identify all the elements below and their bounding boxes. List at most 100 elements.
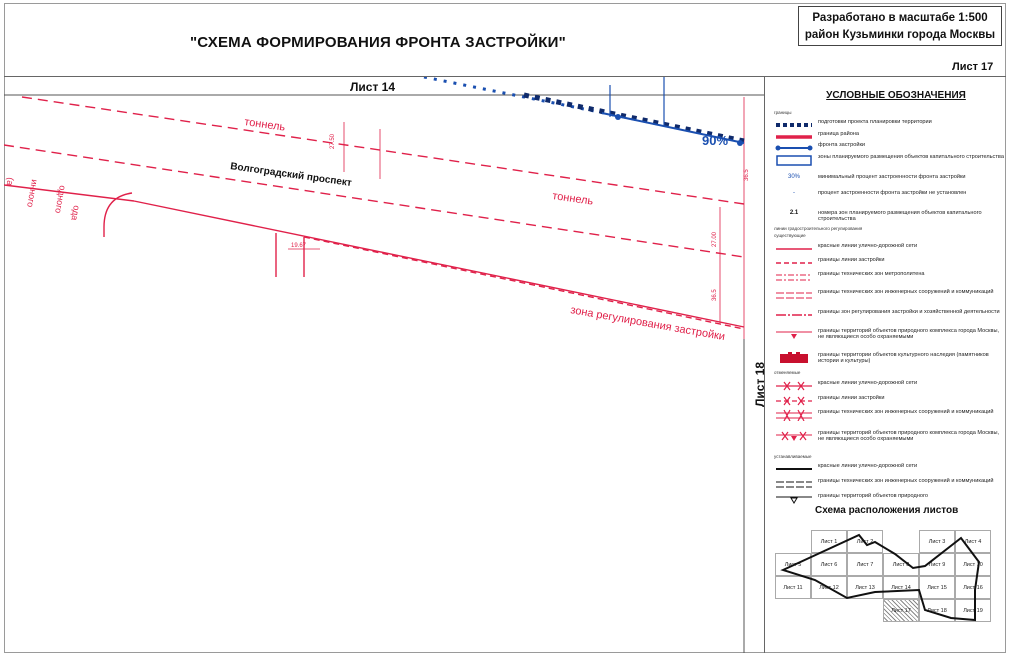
legend-section-borders: границы	[774, 110, 792, 115]
left-text-2: инного	[25, 179, 40, 208]
legend-item-cancel-nature: границы территорий объектов природного к…	[768, 430, 1004, 442]
legend-section-regulation: линии градостроительного регулирования	[774, 226, 863, 231]
legend-item-est-red: красные линии улично-дорожной сети	[768, 463, 1004, 475]
front-line-symbol	[775, 145, 813, 151]
legend-item-heritage: границы территории объектов культурного …	[768, 352, 1004, 364]
legend-item-nature: границы территорий объектов природного к…	[768, 328, 1004, 340]
planning-boundary	[523, 92, 745, 144]
legend-section-established: устанавливаемые	[774, 454, 812, 459]
grid-cell-15: Лист 15	[919, 576, 955, 599]
legend-item-cancel-build: границы линии застройки	[768, 395, 1004, 407]
build-line-symbol	[776, 262, 812, 264]
legend-section-cancelled: отменяемые	[774, 370, 801, 375]
legend-item-build-lines: границы линии застройки	[768, 257, 1004, 269]
established-line-symbol	[776, 468, 812, 470]
map-canvas: Лист 14 тоннель тоннель зона регулирован…	[4, 77, 764, 653]
red-line-group	[4, 96, 745, 339]
grid-cell-14: Лист 14	[883, 576, 919, 599]
legend-item-front: фронта застройки	[768, 142, 1004, 154]
established-nature-symbol	[776, 496, 812, 504]
build-line	[303, 236, 745, 330]
street-name: Волгоградский проспект	[230, 161, 353, 189]
grid-cell-16: Лист 16	[955, 576, 991, 599]
legend-item-engineering: границы технических зон инженерных соору…	[768, 289, 1004, 301]
scale-line-2: район Кузьминки города Москвы	[804, 29, 996, 41]
red-line-2	[133, 200, 745, 328]
boundary-line: 90%	[423, 77, 745, 148]
layout-grid-title: Схема расположения листов	[815, 505, 959, 516]
grid-cell-9: Лист 9	[919, 553, 955, 576]
legend-title: УСЛОВНЫЕ ОБОЗНАЧЕНИЯ	[826, 90, 966, 101]
tunnel-line-bottom	[4, 144, 745, 258]
dim-label-5: 36.5	[744, 169, 750, 181]
percent-label: 90%	[702, 133, 728, 148]
grid-cell-6: Лист 6	[811, 553, 847, 576]
legend-item-metro: границы технических зон метрополитена	[768, 271, 1004, 283]
legend-item-regulation-zones: границы зон регулирования застройки и хо…	[768, 309, 1004, 321]
legend-item-cancel-red: красные линии улично-дорожной сети	[768, 380, 1004, 392]
tunnel-label-1: тоннель	[244, 116, 287, 134]
tunnel-line-top	[21, 96, 745, 205]
scale-box: Разработано в масштабе 1:500 район Кузьм…	[798, 6, 1002, 46]
legend-divider	[764, 76, 1006, 77]
zone-rect-symbol	[776, 155, 812, 166]
dim-label-4: 36.5	[712, 289, 718, 301]
grid-cell-11: Лист 11	[775, 576, 811, 599]
neighbor-right-label: Лист 18	[753, 362, 764, 407]
legend-section-existing: существующие	[774, 233, 806, 238]
legend-item-min-percent: 30% минимальный процент застроенности фр…	[768, 174, 1004, 186]
legend-item-cancel-engineering: границы технических зон инженерных соору…	[768, 409, 1004, 421]
title-divider	[4, 76, 764, 77]
grid-cell-17-current: Лист 17	[883, 599, 919, 622]
planning-boundary-symbol	[776, 123, 812, 127]
blue-dotted-line	[423, 77, 615, 117]
zone-label: зона регулирования застройки	[569, 304, 725, 343]
red-line-1	[4, 184, 135, 202]
established-engineering-symbol	[776, 481, 812, 488]
dim-label-2: 19.67	[291, 243, 307, 249]
engineering-zone-symbol	[776, 292, 812, 299]
cancel-build-line-symbol	[776, 396, 812, 406]
front-point-1	[615, 114, 621, 120]
grid-cell-18: Лист 18	[919, 599, 955, 622]
legend-item-est-engineering: границы технических зон инженерных соору…	[768, 478, 1004, 490]
zone-number-symbol: 2.1	[789, 210, 799, 216]
percent-symbol: 30%	[787, 174, 800, 180]
dim-label-3: 27.00	[712, 231, 718, 247]
front-point-2	[737, 140, 743, 146]
left-text-4: ода	[69, 205, 81, 222]
red-curve	[103, 192, 133, 228]
grid-cell-13: Лист 13	[847, 576, 883, 599]
sheet-number: Лист 17	[952, 61, 994, 73]
grid-cell-8: Лист 8	[883, 553, 919, 576]
neighbor-top-label: Лист 14	[350, 80, 395, 94]
scale-line-1: Разработано в масштабе 1:500	[812, 12, 988, 24]
cancel-engineering-symbol	[776, 409, 812, 421]
legend-item-planning: подготовки проекта планировки территории	[768, 119, 1004, 131]
legend-body: границы подготовки проекта планировки те…	[768, 106, 1004, 506]
legend-item-red-lines: красные линии улично-дорожной сети	[768, 243, 1004, 255]
metro-zone-symbol	[776, 274, 812, 281]
nature-symbol	[776, 331, 812, 339]
left-text-3: одного	[53, 185, 68, 214]
legend-item-zone-number: 2.1 номера зон планируемого размещения о…	[768, 210, 1004, 222]
legend-item-district: граница района	[768, 131, 1004, 143]
grid-cell-7: Лист 7	[847, 553, 883, 576]
legend-item-est-nature: границы территорий объектов природного	[768, 493, 1004, 505]
dim-label-1: 27.50	[330, 133, 336, 149]
page-title: "СХЕМА ФОРМИРОВАНИЯ ФРОНТА ЗАСТРОЙКИ"	[190, 34, 566, 51]
legend-item-no-percent: - процент застроенности фронта застройки…	[768, 190, 1004, 202]
district-boundary	[780, 533, 981, 622]
cancel-nature-symbol	[776, 431, 812, 441]
heritage-symbol	[780, 352, 808, 363]
red-line-symbol	[776, 248, 812, 250]
grid-cell-3: Лист 3	[919, 530, 955, 553]
dash-symbol: -	[793, 190, 795, 196]
district-outline	[780, 533, 981, 622]
legend: УСЛОВНЫЕ ОБОЗНАЧЕНИЯ	[768, 90, 1004, 101]
district-boundary-symbol	[776, 135, 812, 139]
cancel-red-line-symbol	[776, 381, 812, 391]
left-text-1: (а	[5, 177, 16, 187]
grid-cell-19: Лист 19	[955, 599, 991, 622]
regulation-zone-symbol	[776, 314, 812, 316]
